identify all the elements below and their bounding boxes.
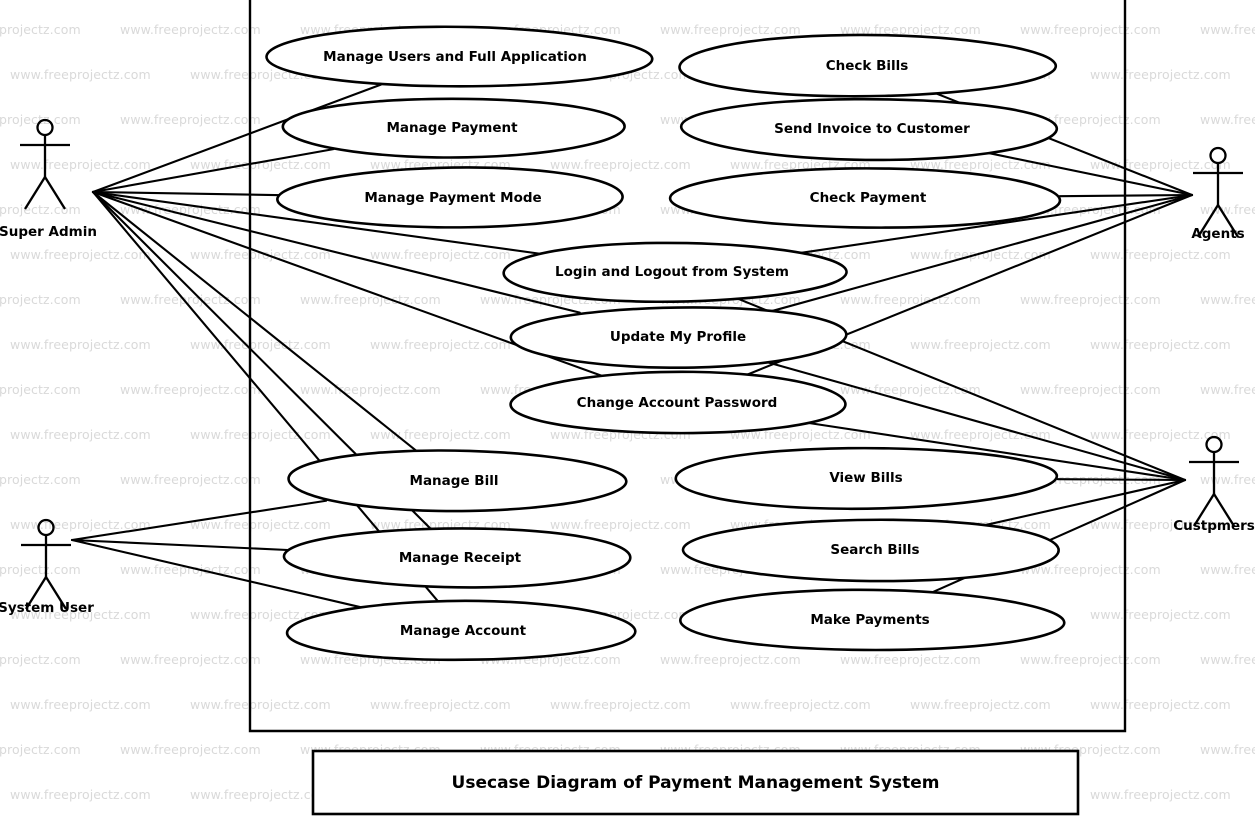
actor-leg-left-super-admin (24, 176, 46, 210)
actor-head-customers (1205, 435, 1223, 454)
actor-label-system-user: System User (0, 600, 94, 616)
usecase-ellipse-manage-account[interactable] (285, 599, 637, 662)
association-line (70, 538, 297, 552)
usecase-ellipse-view-bills[interactable] (674, 446, 1059, 511)
association-line (986, 151, 1194, 197)
actor-figure-customers[interactable] (1189, 435, 1239, 527)
association-line (768, 193, 1194, 313)
association-line (91, 83, 382, 194)
usecase-ellipse-send-invoice[interactable] (679, 97, 1059, 162)
usecase-ellipse-check-bills[interactable] (678, 33, 1058, 98)
actor-head-agents (1209, 146, 1227, 165)
association-line (1056, 478, 1187, 482)
usecase-ellipses-layer (265, 25, 1066, 662)
association-line (91, 190, 541, 255)
usecase-ellipse-manage-bill[interactable] (287, 449, 628, 513)
association-line (91, 190, 581, 314)
usecase-ellipse-make-payments[interactable] (679, 588, 1066, 652)
actor-leg-left-system-user (25, 576, 47, 610)
association-line (91, 190, 419, 453)
actor-leg-right-super-admin (44, 176, 66, 210)
actor-head-super-admin (36, 118, 54, 137)
usecase-ellipse-manage-receipt[interactable] (282, 527, 632, 589)
usecase-ellipse-change-password[interactable] (509, 370, 847, 435)
actor-leg-right-customers (1213, 493, 1235, 527)
association-line (70, 499, 328, 542)
usecase-ellipse-manage-payment[interactable] (281, 97, 626, 159)
association-line (800, 193, 1194, 254)
actor-figure-system-user[interactable] (21, 518, 71, 610)
actor-figures-layer (20, 118, 1243, 610)
title-box (311, 749, 1080, 816)
usecase-ellipse-check-payment[interactable] (668, 167, 1062, 229)
actor-label-agents: Agents (1191, 226, 1245, 242)
actor-leg-left-agents (1197, 204, 1219, 238)
association-line (91, 190, 283, 197)
association-line (983, 478, 1187, 527)
usecase-ellipse-manage-payment-mode[interactable] (276, 166, 624, 229)
actor-figure-agents[interactable] (1193, 146, 1243, 238)
association-line (70, 538, 362, 609)
actor-figure-super-admin[interactable] (20, 118, 70, 210)
actor-leg-right-system-user (45, 576, 67, 610)
usecase-ellipse-update-profile[interactable] (509, 306, 848, 369)
system-boundary-rect (248, 0, 1127, 733)
association-line (805, 421, 1187, 482)
actor-leg-left-customers (1193, 493, 1215, 527)
association-line (766, 361, 1187, 482)
actor-leg-right-agents (1217, 204, 1239, 238)
association-line (91, 148, 335, 194)
usecase-ellipse-search-bills[interactable] (681, 518, 1060, 583)
diagram-title: Usecase Diagram of Payment Management Sy… (451, 772, 940, 793)
usecase-ellipse-login-logout[interactable] (502, 241, 848, 304)
title-box-layer (311, 749, 1080, 816)
actor-label-customers: Custpmers (1173, 518, 1255, 534)
actor-head-system-user (37, 518, 55, 537)
system-boundary-layer (248, 0, 1127, 733)
actor-label-super-admin: Super Admin (0, 224, 97, 240)
usecase-ellipse-manage-users-full-app[interactable] (265, 25, 654, 88)
